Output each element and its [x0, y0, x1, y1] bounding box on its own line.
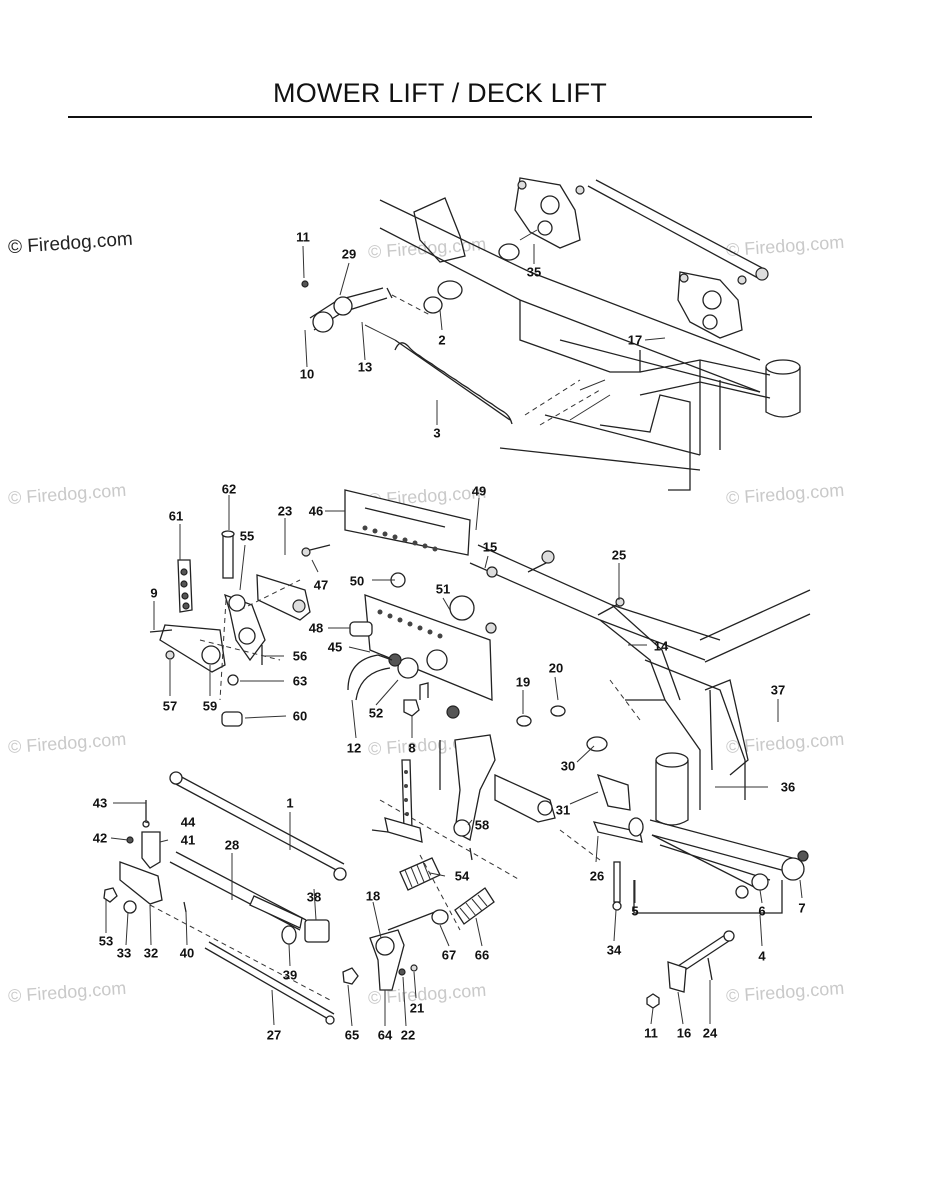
part-callout: 44: [180, 814, 196, 830]
part-callout: 25: [611, 547, 627, 563]
part-callout: 7: [798, 900, 806, 916]
part-callout: 38: [306, 889, 322, 905]
part-callout: 52: [368, 705, 384, 721]
part-callout: 60: [292, 708, 308, 724]
part-callout: 11: [296, 229, 310, 245]
part-callout: 67: [441, 947, 457, 963]
part-callout: 59: [202, 698, 218, 714]
part-callout: 50: [349, 573, 365, 589]
part-callout: 35: [526, 264, 542, 280]
part-callout: 48: [308, 620, 324, 636]
part-callout: 49: [471, 483, 487, 499]
part-callout: 43: [92, 795, 108, 811]
part-callout: 20: [548, 660, 564, 676]
part-callout: 11: [644, 1025, 658, 1041]
part-callout: 22: [400, 1027, 416, 1043]
chain-plate-61: [177, 559, 193, 613]
title-divider: [68, 116, 812, 118]
part-callout: 26: [589, 868, 605, 884]
part-callout: 53: [98, 933, 114, 949]
part-callout: 27: [266, 1027, 282, 1043]
part-callout: 9: [150, 585, 158, 601]
part-callout: 55: [239, 528, 255, 544]
lower-assembly-drawing: [103, 679, 809, 1025]
part-callout: 58: [474, 817, 490, 833]
part-callout: 39: [282, 967, 298, 983]
part-callout: 4: [758, 948, 766, 964]
middle-assembly-drawing: [149, 489, 811, 826]
part-callout: 17: [627, 332, 643, 348]
part-callout: 62: [221, 481, 237, 497]
part-callout: 36: [780, 779, 796, 795]
page-title: MOWER LIFT / DECK LIFT: [273, 78, 607, 108]
part-callout: 66: [474, 947, 490, 963]
part-callout: 6: [758, 903, 766, 919]
part-callout: 12: [346, 740, 362, 756]
leader-lines: [105, 244, 803, 1027]
part-callout: 33: [116, 945, 132, 961]
part-callout: 15: [482, 539, 498, 555]
part-callout: 40: [179, 945, 195, 961]
part-callout: 64: [377, 1027, 393, 1043]
part-callout: 28: [224, 837, 240, 853]
part-callout: 14: [653, 638, 669, 654]
part-callout: 34: [606, 942, 622, 958]
part-callout: 8: [408, 740, 416, 756]
part-callout: 46: [308, 503, 324, 519]
part-callout: 63: [292, 673, 308, 689]
part-callout: 3: [433, 425, 441, 441]
part-callout: 31: [555, 802, 571, 818]
grip-66: [454, 887, 495, 925]
part-callout: 16: [676, 1025, 692, 1041]
part-callout: 45: [327, 639, 343, 655]
part-callout: 21: [409, 1000, 425, 1016]
part-callout: 65: [344, 1027, 360, 1043]
part-callout: 30: [560, 758, 576, 774]
part-callout: 57: [162, 698, 178, 714]
part-callout: 13: [357, 359, 373, 375]
part-callout: 61: [168, 508, 184, 524]
part-callout: 5: [631, 903, 639, 919]
part-callout: 29: [341, 246, 357, 262]
extension-spring: [394, 339, 513, 425]
part-callout: 10: [299, 366, 315, 382]
part-callout: 56: [292, 648, 308, 664]
part-callout: 47: [313, 577, 329, 593]
part-callout: 32: [143, 945, 159, 961]
upper-frame-drawing: [301, 177, 801, 491]
part-callout: 1: [286, 795, 294, 811]
part-callout: 2: [438, 332, 446, 348]
part-callout: 41: [180, 832, 196, 848]
part-callout: 54: [454, 868, 470, 884]
part-callout: 19: [515, 674, 531, 690]
part-callout: 18: [365, 888, 381, 904]
part-callout: 42: [92, 830, 108, 846]
part-callout: 23: [277, 503, 293, 519]
part-callout: 24: [702, 1025, 718, 1041]
part-callout: 37: [770, 682, 786, 698]
part-callout: 51: [435, 581, 451, 597]
